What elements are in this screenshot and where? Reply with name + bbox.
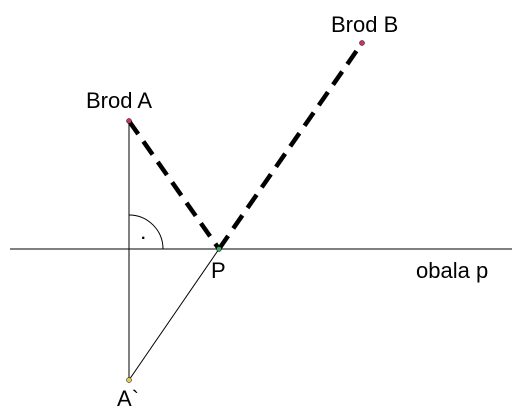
- dashed-path-a-p: [127, 119, 221, 251]
- right-angle-dot: ·: [141, 230, 146, 247]
- point-ship-b: [359, 40, 365, 46]
- label-reflection: A`: [117, 386, 139, 411]
- point-a-reflected: [126, 377, 132, 383]
- label-point-p: P: [211, 258, 226, 283]
- right-angle-arc: [128, 214, 164, 250]
- reflected-path-line: [128, 248, 220, 381]
- point-ship-a: [126, 118, 132, 124]
- label-shore: obala p: [416, 258, 488, 283]
- label-ship-b: Brod B: [331, 12, 398, 37]
- dashed-path-p-b: [217, 41, 364, 251]
- point-p: [216, 246, 222, 252]
- label-ship-a: Brod A: [86, 88, 152, 113]
